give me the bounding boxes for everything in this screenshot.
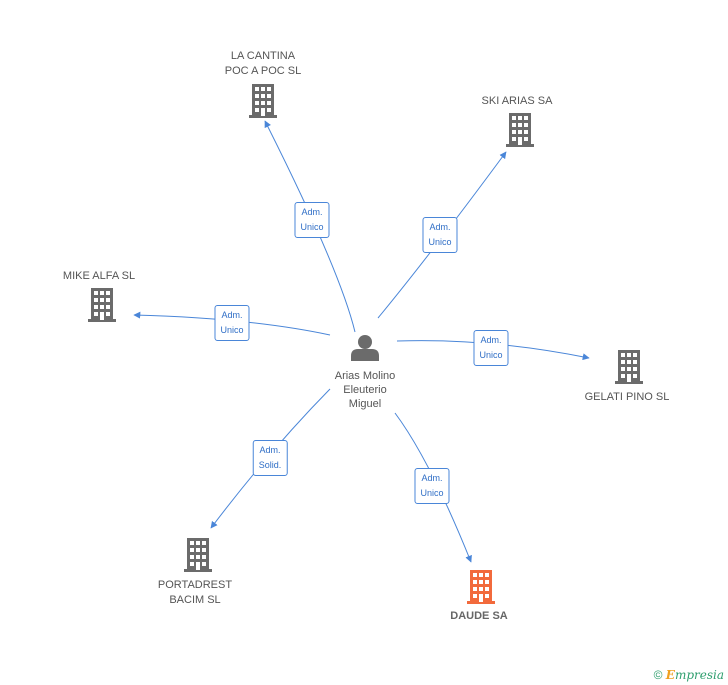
building-icon[interactable] [506,113,534,147]
company-name-line: LA CANTINA [230,50,296,62]
role-label-ski-arias: Adm. Unico [422,217,458,253]
person-name-line: Eleuterio [343,384,387,396]
role-label-line: Adm. [429,222,451,232]
company-name-ski-arias[interactable]: SKI ARIAS SA [482,94,553,109]
role-label-line: Unico [479,350,503,360]
person-name-line: Arias Molino [334,370,396,382]
role-label-line: Unico [428,237,452,247]
building-icon[interactable] [249,84,277,118]
building-icon[interactable] [467,570,495,604]
company-name-line: SKI ARIAS SA [481,95,553,107]
role-label-line: Adm. [301,207,323,217]
building-icon[interactable] [184,538,212,572]
role-label-portadrest: Adm. Solid. [252,440,288,476]
role-label-line: Adm. [480,335,502,345]
role-label-la-cantina: Adm. Unico [294,202,330,238]
copyright-symbol: © [653,668,663,682]
role-label-line: Adm. [421,473,443,483]
empresia-logo: © Empresia [654,668,724,682]
company-name-line: DAUDE SA [450,610,508,622]
person-name[interactable]: Arias Molino Eleuterio Miguel [335,369,396,411]
brand-initial: E [665,668,675,682]
company-name-la-cantina[interactable]: LA CANTINA POC A POC SL [225,49,301,79]
person-icon [351,335,379,361]
role-label-line: Unico [220,325,244,335]
company-name-daude[interactable]: DAUDE SA [450,609,507,624]
edge-la-cantina [264,120,356,333]
role-label-line: Adm. [259,445,281,455]
brand-name: mpresia [674,668,724,682]
company-name-line: BACIM SL [169,594,221,606]
company-name-line: MIKE ALFA SL [62,270,136,282]
role-label-mike-alfa: Adm. Unico [214,305,250,341]
company-name-line: GELATI PINO SL [584,391,670,403]
role-label-line: Unico [300,222,324,232]
company-name-line: POC A POC SL [224,65,302,77]
role-label-daude: Adm. Unico [414,468,450,504]
company-name-portadrest[interactable]: PORTADREST BACIM SL [158,578,232,608]
company-name-line: PORTADREST [157,579,233,591]
role-label-line: Solid. [258,460,282,470]
building-icon[interactable] [88,288,116,322]
building-icon[interactable] [615,350,643,384]
role-label-gelati-pino: Adm. Unico [473,330,509,366]
company-name-gelati-pino[interactable]: GELATI PINO SL [585,390,670,405]
role-label-line: Unico [420,488,444,498]
company-name-mike-alfa[interactable]: MIKE ALFA SL [63,269,135,284]
person-name-line: Miguel [348,398,382,410]
role-label-line: Adm. [221,310,243,320]
